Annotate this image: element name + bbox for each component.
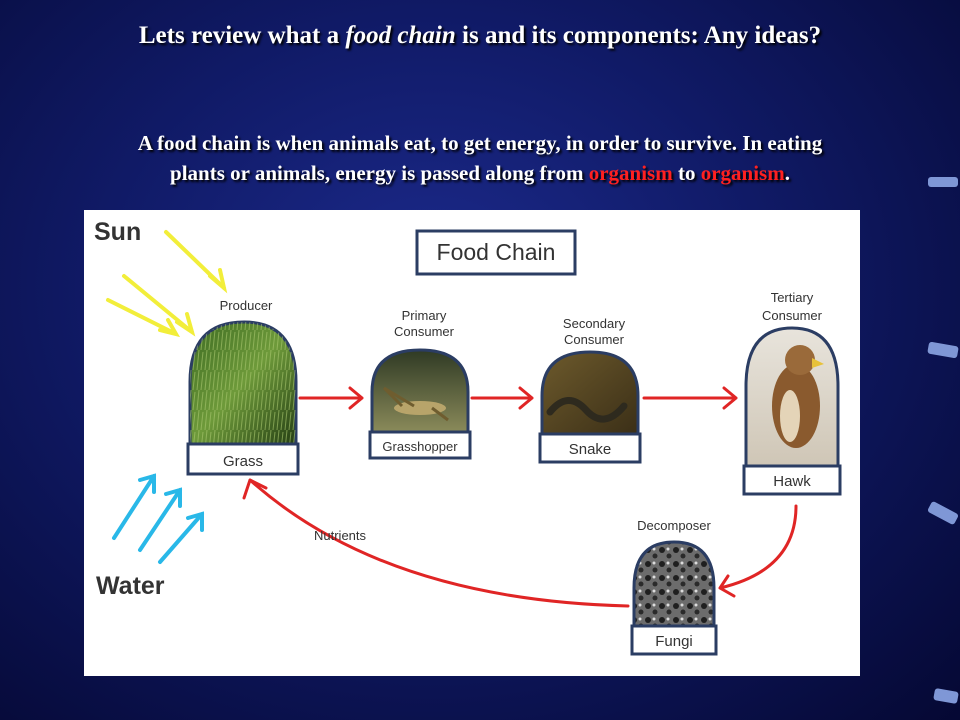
- primary-role-line1: Primary: [402, 308, 447, 323]
- arrow-primary-to-secondary: [470, 386, 534, 410]
- tertiary-role-line2: Consumer: [762, 308, 823, 323]
- water-label: Water: [96, 572, 165, 600]
- arrow-secondary-to-tertiary: [642, 386, 738, 410]
- grasshopper-label-box: [368, 430, 472, 460]
- body-line-2: plants or animals, energy is passed alon…: [170, 161, 790, 185]
- slide-body-text: A food chain is when animals eat, to get…: [40, 128, 920, 188]
- decomposer-role: Decomposer: [637, 518, 711, 533]
- highlight-organism-1: organism: [588, 161, 673, 185]
- fungi-label-box: [630, 624, 718, 656]
- fungi-image: [632, 540, 716, 628]
- water-arrows: [112, 473, 204, 564]
- tertiary-role-line1: Tertiary: [771, 290, 814, 305]
- snake-icon: [546, 397, 628, 423]
- grasshopper-icon: [382, 386, 449, 422]
- grass-texture: [190, 322, 296, 444]
- primary-name: Grasshopper: [382, 439, 458, 454]
- highlight-organism-2: organism: [700, 161, 785, 185]
- decorative-mark: [926, 500, 960, 526]
- snake-image: [540, 350, 640, 436]
- energy-arrows: [242, 386, 798, 608]
- secondary-role-line1: Secondary: [563, 316, 626, 331]
- producer-role: Producer: [220, 298, 273, 313]
- grass-label-box: [186, 442, 300, 476]
- snake-label-box: [538, 432, 642, 464]
- diagram-title-box: [415, 229, 577, 276]
- decorative-mark: [933, 688, 959, 704]
- decorative-mark: [928, 177, 958, 187]
- food-chain-svg: Food Chain Sun Water Producer Grass Prim…: [94, 218, 842, 656]
- sun-rays: [106, 230, 228, 338]
- decomposer-name: Fungi: [655, 633, 693, 650]
- grasshopper-image: [370, 348, 470, 434]
- slide-title: Lets review what a food chain is and its…: [138, 22, 822, 49]
- producer-name: Grass: [223, 453, 263, 470]
- food-chain-diagram: Food Chain Sun Water Producer Grass Prim…: [84, 210, 860, 676]
- arrow-decomposer-to-producer: [242, 478, 630, 608]
- title-italic: food chain: [345, 22, 456, 49]
- arrow-tertiary-to-decomposer: [718, 504, 798, 598]
- primary-role-line2: Consumer: [394, 324, 455, 339]
- sun-label: Sun: [94, 218, 141, 246]
- body-line-1: A food chain is when animals eat, to get…: [137, 131, 823, 155]
- hawk-icon: [772, 345, 824, 448]
- hawk-label-box: [742, 464, 842, 496]
- decorative-mark: [927, 341, 959, 359]
- secondary-name: Snake: [569, 441, 612, 458]
- nutrients-label: Nutrients: [314, 528, 367, 543]
- secondary-role-line2: Consumer: [564, 332, 625, 347]
- arrow-producer-to-primary: [298, 386, 364, 410]
- diagram-title: Food Chain: [437, 239, 556, 265]
- tertiary-name: Hawk: [773, 473, 811, 490]
